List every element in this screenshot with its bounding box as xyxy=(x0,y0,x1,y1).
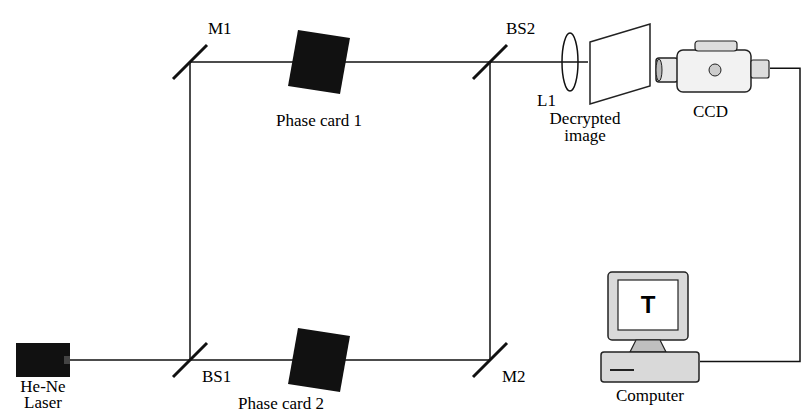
ccd-camera-shape xyxy=(655,40,770,100)
ccd-camera: CCD xyxy=(655,40,770,100)
component-label: Decrypted image xyxy=(540,110,630,144)
phase-card-body xyxy=(288,328,350,392)
camera-lens xyxy=(656,58,678,82)
computer-shape xyxy=(600,272,700,384)
component-label: L1 xyxy=(537,92,556,109)
beam-segment xyxy=(470,359,490,361)
laser-beam xyxy=(579,61,588,63)
phase-card: Phase card 1 xyxy=(288,30,350,94)
laser-beam xyxy=(510,61,561,63)
beam-segment xyxy=(190,61,210,63)
phase-card-shape xyxy=(288,328,350,392)
disk-slot xyxy=(610,369,634,371)
component-label: M2 xyxy=(502,368,526,385)
image-plane-shape xyxy=(588,22,652,106)
laser-beam xyxy=(350,359,470,361)
image-plane: Decrypted image xyxy=(588,22,652,106)
screen-text: T xyxy=(618,280,678,330)
beam-segment xyxy=(489,62,491,82)
lens-outline xyxy=(562,33,578,91)
beam-segment xyxy=(189,62,191,82)
phase-card-body xyxy=(288,30,350,94)
component-label: CCD xyxy=(693,103,728,120)
monitor-screen xyxy=(618,280,678,330)
laser-beam xyxy=(70,359,170,361)
component-label: Computer xyxy=(595,387,705,404)
beam-splitter: BS1 xyxy=(170,340,210,380)
beam-splitter: BS2 xyxy=(470,42,510,82)
beam-segment xyxy=(489,340,491,360)
camera-button xyxy=(709,64,721,76)
component-label: BS1 xyxy=(202,368,231,385)
beam-segment xyxy=(490,61,510,63)
mirror: M1 xyxy=(170,42,210,82)
mirror-surface xyxy=(473,45,507,79)
camera-lens-front xyxy=(656,59,662,81)
component-label: Phase card 2 xyxy=(220,395,342,412)
laser-beam xyxy=(210,61,288,63)
computer-base xyxy=(601,352,699,382)
component-label: Phase card 1 xyxy=(258,112,380,129)
phase-card-shape xyxy=(288,30,350,94)
beam-segment xyxy=(470,61,490,63)
component-label: M1 xyxy=(208,20,232,37)
beam-segment xyxy=(170,359,190,361)
camera-tail xyxy=(751,60,769,78)
laser-body xyxy=(16,343,70,377)
laser-beam xyxy=(489,82,491,340)
mirror: M2 xyxy=(470,340,510,380)
beam-splitter-shape xyxy=(470,42,510,82)
laser-beam xyxy=(210,359,288,361)
image-plane-outline xyxy=(590,24,650,104)
mirror-surface xyxy=(473,343,507,377)
beam-segment xyxy=(190,359,210,361)
laser-aperture xyxy=(64,356,70,364)
monitor-case xyxy=(608,272,688,340)
mirror-surface xyxy=(173,45,207,79)
mirror-shape xyxy=(170,42,210,82)
mirror-surface xyxy=(173,343,207,377)
laser-shape xyxy=(16,343,70,377)
laser: He-Ne Laser xyxy=(16,343,70,377)
phase-card: Phase card 2 xyxy=(288,328,350,392)
component-label: He-Ne Laser xyxy=(10,379,76,411)
lens: L1 xyxy=(561,32,579,92)
beam-segment xyxy=(189,340,191,360)
camera-body xyxy=(677,50,751,92)
laser-beam xyxy=(350,61,470,63)
lens-shape xyxy=(561,32,579,92)
laser-beam xyxy=(189,82,191,340)
component-label: BS2 xyxy=(506,20,535,37)
computer: TComputer xyxy=(600,272,700,384)
camera-viewfinder xyxy=(695,41,737,51)
monitor-stand xyxy=(630,340,666,352)
